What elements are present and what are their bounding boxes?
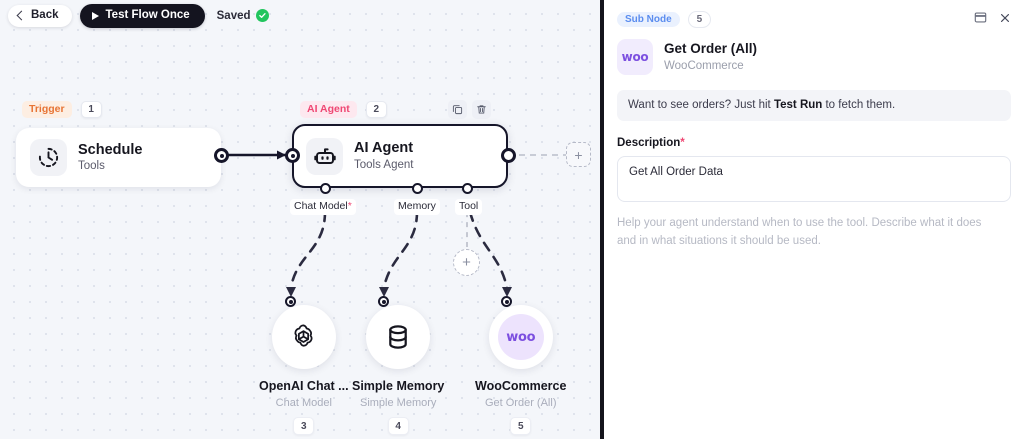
label-tool: Tool bbox=[455, 199, 483, 215]
chevron-left-icon bbox=[16, 10, 27, 21]
add-next-node-button[interactable]: + bbox=[566, 142, 591, 167]
label-chat-model-required: * bbox=[347, 200, 352, 212]
port-openai-input[interactable] bbox=[285, 296, 296, 307]
add-next-node-label: + bbox=[574, 146, 583, 163]
panel-count-badge: 5 bbox=[687, 11, 712, 28]
description-required-marker: * bbox=[680, 136, 685, 149]
subnode-simple-memory-name: Simple Memory bbox=[352, 379, 445, 393]
agent-count-badge: 2 bbox=[365, 101, 387, 118]
subnode-simple-memory-badge: 4 bbox=[387, 417, 409, 436]
canvas-toolbar: Back Test Flow Once Saved bbox=[8, 4, 269, 28]
port-ai-agent-input[interactable] bbox=[285, 148, 300, 163]
node-ai-agent-title: AI Agent bbox=[354, 140, 414, 157]
panel-node-service: WooCommerce bbox=[664, 59, 744, 72]
sub-node-badge: Sub Node bbox=[617, 12, 680, 27]
robot-icon bbox=[306, 137, 343, 175]
clock-icon bbox=[30, 139, 67, 176]
openai-icon bbox=[271, 305, 336, 369]
trigger-pill: Trigger bbox=[22, 101, 72, 118]
port-memory[interactable] bbox=[412, 183, 423, 194]
back-button[interactable]: Back bbox=[8, 5, 72, 27]
panel-node-text: Get Order (All) WooCommerce bbox=[664, 41, 757, 73]
label-memory: Memory bbox=[394, 199, 440, 215]
saved-label: Saved bbox=[216, 9, 251, 22]
label-memory-text: Memory bbox=[398, 200, 436, 212]
description-input[interactable] bbox=[617, 155, 1011, 202]
check-circle-icon bbox=[255, 9, 269, 23]
subnode-openai-name: OpenAI Chat ... bbox=[259, 379, 349, 393]
info-banner-after: to fetch them. bbox=[822, 99, 896, 111]
subnode-simple-memory[interactable]: Simple Memory Simple Memory 4 bbox=[352, 305, 445, 436]
agent-group-header: AI Agent 2 bbox=[300, 101, 387, 118]
flow-canvas[interactable]: Back Test Flow Once Saved Trigger 1 bbox=[0, 0, 600, 439]
node-schedule-text: Schedule Tools bbox=[78, 142, 142, 174]
port-tool[interactable] bbox=[462, 183, 473, 194]
port-ai-agent-output[interactable] bbox=[501, 148, 516, 163]
saved-status: Saved bbox=[216, 9, 269, 23]
node-ai-agent-subtitle: Tools Agent bbox=[354, 158, 414, 171]
close-icon[interactable] bbox=[999, 12, 1011, 24]
port-schedule-output[interactable] bbox=[214, 148, 229, 163]
woo-icon: woo bbox=[488, 305, 553, 369]
info-banner: Want to see orders? Just hit Test Run to… bbox=[617, 90, 1011, 121]
trigger-count-badge: 1 bbox=[80, 101, 102, 118]
panel-layout-icon[interactable] bbox=[974, 11, 987, 24]
database-icon bbox=[366, 305, 431, 369]
label-chat-model-text: Chat Model bbox=[294, 200, 348, 212]
panel-divider bbox=[600, 0, 604, 439]
info-banner-before: Want to see orders? Just hit bbox=[628, 99, 774, 111]
description-hint: Help your agent understand when to use t… bbox=[617, 216, 982, 247]
node-schedule[interactable]: Schedule Tools bbox=[16, 128, 221, 187]
add-tool-label: + bbox=[462, 254, 471, 271]
panel-header-row: Sub Node 5 bbox=[617, 11, 1011, 28]
panel-window-controls bbox=[974, 11, 1011, 24]
test-flow-once-button[interactable]: Test Flow Once bbox=[79, 4, 205, 28]
node-schedule-title: Schedule bbox=[78, 141, 143, 158]
port-woocommerce-input[interactable] bbox=[501, 296, 512, 307]
panel-node-identity: woo Get Order (All) WooCommerce bbox=[617, 39, 1011, 75]
description-label-text: Description bbox=[617, 136, 681, 149]
subnode-openai-subtitle: Chat Model bbox=[275, 397, 332, 409]
subnode-openai[interactable]: OpenAI Chat ... Chat Model 3 bbox=[259, 305, 349, 436]
subnode-woocommerce[interactable]: woo WooCommerce Get Order (All) 5 bbox=[475, 305, 567, 436]
info-banner-bold: Test Run bbox=[773, 99, 823, 111]
agent-pill: AI Agent bbox=[300, 101, 357, 118]
subnode-simple-memory-subtitle: Simple Memory bbox=[359, 397, 437, 409]
port-chat-model[interactable] bbox=[320, 183, 331, 194]
panel-node-title: Get Order (All) bbox=[664, 41, 758, 57]
add-tool-button[interactable]: + bbox=[453, 249, 480, 276]
subnode-woocommerce-badge: 5 bbox=[510, 417, 532, 436]
subnode-woocommerce-name: WooCommerce bbox=[475, 379, 567, 393]
label-chat-model: Chat Model* bbox=[290, 199, 356, 215]
node-action-buttons bbox=[448, 100, 491, 119]
label-tool-text: Tool bbox=[459, 200, 479, 212]
subnode-openai-badge: 3 bbox=[293, 417, 315, 436]
trigger-group-header: Trigger 1 bbox=[22, 101, 102, 118]
node-ai-agent[interactable]: AI Agent Tools Agent bbox=[292, 124, 508, 188]
woo-logo-icon: woo bbox=[617, 39, 653, 75]
node-settings-panel: Sub Node 5 woo bbox=[604, 0, 1024, 439]
play-icon bbox=[91, 11, 99, 20]
panel-badges: Sub Node 5 bbox=[617, 11, 712, 28]
node-schedule-subtitle: Tools bbox=[78, 160, 105, 173]
subnode-woocommerce-subtitle: Get Order (All) bbox=[484, 397, 557, 409]
duplicate-icon[interactable] bbox=[448, 100, 467, 119]
trash-icon[interactable] bbox=[472, 100, 491, 119]
port-memory-input[interactable] bbox=[378, 296, 389, 307]
description-label: Description* bbox=[617, 137, 1011, 149]
woo-wordmark: woo bbox=[506, 329, 536, 345]
woo-logo-text: woo bbox=[621, 50, 649, 64]
node-ai-agent-text: AI Agent Tools Agent bbox=[354, 140, 413, 172]
test-flow-once-label: Test Flow Once bbox=[105, 9, 190, 21]
back-button-label: Back bbox=[31, 9, 59, 21]
